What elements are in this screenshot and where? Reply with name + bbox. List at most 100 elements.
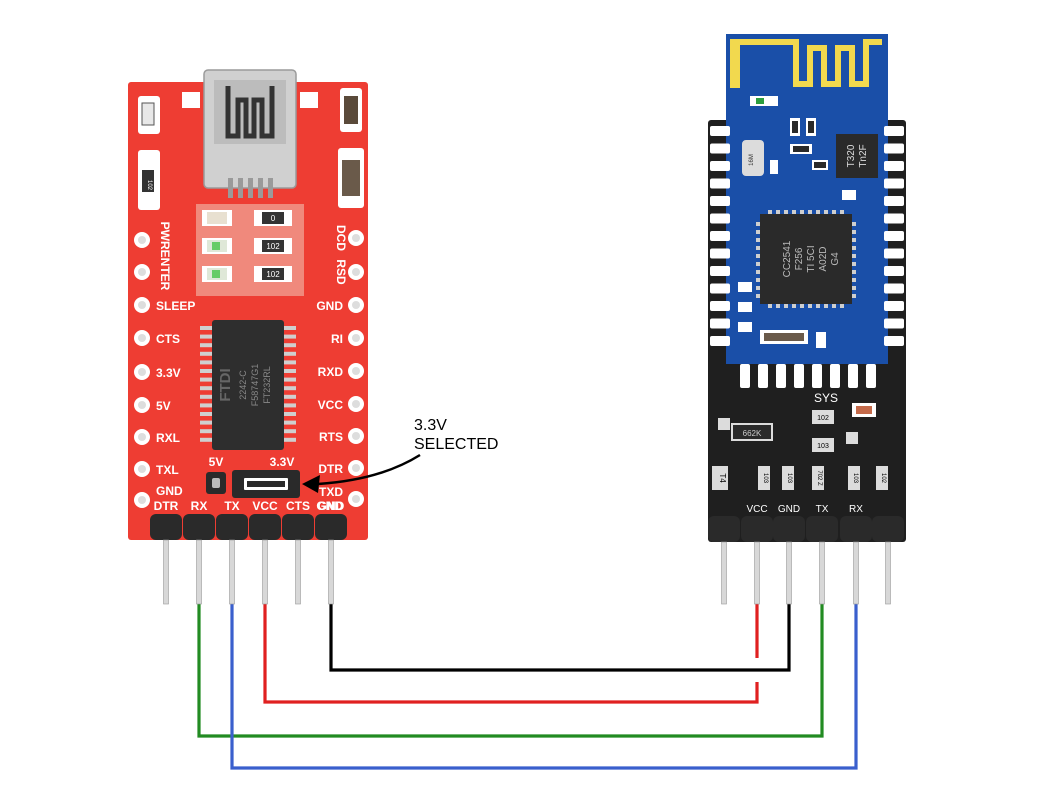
- chip-text: 2242-C: [238, 370, 248, 400]
- header-housing: [216, 514, 248, 540]
- bt-chip-text: F256: [794, 247, 805, 270]
- smd-label: 702 Z: [816, 470, 822, 486]
- annotation-line-2: SELECTED: [414, 436, 498, 453]
- pin-label-rsd: RSD: [334, 259, 348, 285]
- smd-label: 103: [852, 473, 858, 484]
- chip-text: F58747G1: [250, 364, 260, 407]
- header-pin: [885, 541, 891, 605]
- header-pin: [262, 539, 268, 605]
- header-pin: [754, 541, 760, 605]
- header-pin: [328, 539, 334, 605]
- header-label-dtr: DTR: [154, 499, 179, 513]
- header-label-rx: RX: [191, 499, 208, 513]
- pin-label-rxd: RXD: [318, 365, 344, 379]
- arrow-head-icon: [302, 475, 320, 493]
- header-housing: [282, 514, 314, 540]
- header-housing: [806, 516, 838, 542]
- pin-label-rxl: RXL: [156, 431, 180, 445]
- pin-label-pwrenter: PWRENTER: [158, 222, 172, 291]
- usb-pins: [228, 178, 273, 198]
- header-housing: [315, 514, 347, 540]
- header-housing: [249, 514, 281, 540]
- resistor-label: 0: [271, 214, 276, 223]
- smd-label: 103: [762, 473, 768, 484]
- header-housing: [840, 516, 872, 542]
- chip-logo: FTDI: [217, 368, 234, 401]
- smd-parts: 0 102 102: [202, 210, 292, 282]
- pin-label-3v3: 3.3V: [156, 366, 181, 380]
- bt-vertical-smd: T4 103 103 702 Z 103 102: [712, 466, 888, 490]
- crystal-text: T320: [846, 144, 857, 167]
- ftdi-pcb: [128, 82, 368, 540]
- pin-label-ri: RI: [331, 332, 343, 346]
- header-pin: [163, 539, 169, 605]
- pin-label-sleep: SLEEP: [156, 299, 195, 313]
- annotation-line-1: 3.3V: [414, 417, 447, 434]
- smd-label: 103: [786, 473, 792, 484]
- bt-header-label-gnd: GND: [778, 504, 800, 515]
- annotation: 3.3V SELECTED: [302, 417, 498, 493]
- voltage-jumper: 5V 3.3V: [206, 455, 300, 498]
- bt-chip-text: TI 5CI: [806, 245, 817, 272]
- smd-label: T4: [718, 473, 727, 483]
- bt-module-pcb: [726, 34, 888, 364]
- smd-label: 102: [817, 415, 829, 422]
- header-housing: [872, 516, 904, 542]
- pin-label-dcd: DCD: [334, 225, 348, 251]
- smd-label: 103: [817, 443, 829, 450]
- wire-vcc: [263, 570, 759, 704]
- smd-label: 102: [880, 473, 886, 484]
- pin-label-gnd-r2: GND: [316, 499, 343, 513]
- bt-chip-text: CC2541: [782, 240, 793, 277]
- wires: [197, 570, 858, 770]
- header-housing: [773, 516, 805, 542]
- bt-header-label-rx: RX: [849, 504, 863, 515]
- bt-header-label-vcc: VCC: [746, 504, 767, 515]
- pin-label-vcc-r: VCC: [318, 398, 344, 412]
- header-housing: [708, 516, 740, 542]
- sys-label: SYS: [814, 391, 838, 405]
- wire-gnd: [329, 570, 791, 672]
- bt-side-pads: [710, 126, 904, 346]
- header-pin: [853, 541, 859, 605]
- chip-text: FT232RL: [262, 366, 272, 404]
- header-pin: [721, 541, 727, 605]
- pin-label-gnd-left: GND: [156, 484, 183, 498]
- bt-bottom-pads: [740, 364, 876, 388]
- resistor-label: 102: [146, 180, 152, 191]
- header-housing: [741, 516, 773, 542]
- resistor-label: 102: [266, 242, 280, 251]
- pin-label-5v: 5V: [156, 399, 171, 413]
- antenna-trace: [730, 39, 882, 88]
- pin-label-gnd-r: GND: [316, 299, 343, 313]
- pin-label-txl: TXL: [156, 463, 179, 477]
- pin-label-cts: CTS: [156, 332, 180, 346]
- header-pin: [196, 539, 202, 605]
- bt-header-label-tx: TX: [816, 504, 829, 515]
- header-pin: [786, 541, 792, 605]
- wire-tx-to-rx: [230, 570, 858, 770]
- header-label-cts: CTS: [286, 499, 310, 513]
- header-label-vcc: VCC: [252, 499, 278, 513]
- annotation-arrow: [317, 453, 421, 486]
- bt-header: [708, 516, 904, 605]
- crystal-label: 16M: [749, 154, 755, 166]
- pin-label-txd: TXD: [319, 485, 343, 499]
- smd-label: 662K: [743, 429, 762, 438]
- ftdi-chip: FTDI 2242-C F58747G1 FT232RL: [200, 320, 296, 450]
- header-label-tx: TX: [224, 499, 239, 513]
- header-label-gnd: GND: [318, 499, 345, 513]
- header-pin: [819, 541, 825, 605]
- bt-module: 16M T320 Tn2F CC2541 F256 TI 5CI A02D G4: [708, 34, 906, 605]
- ftdi-board: 102 0 102 102: [128, 69, 368, 605]
- header-pin: [295, 539, 301, 605]
- header-housing: [183, 514, 215, 540]
- bt-chip: CC2541 F256 TI 5CI A02D G4: [756, 210, 856, 308]
- header-housing: [150, 514, 182, 540]
- header-pin: [229, 539, 235, 605]
- bt-header-labels: VCC GND TX RX: [746, 504, 863, 515]
- bt-chip-text: G4: [830, 252, 841, 266]
- pin-label-dtr-r: DTR: [318, 462, 343, 476]
- jumper-label-5v: 5V: [209, 455, 224, 469]
